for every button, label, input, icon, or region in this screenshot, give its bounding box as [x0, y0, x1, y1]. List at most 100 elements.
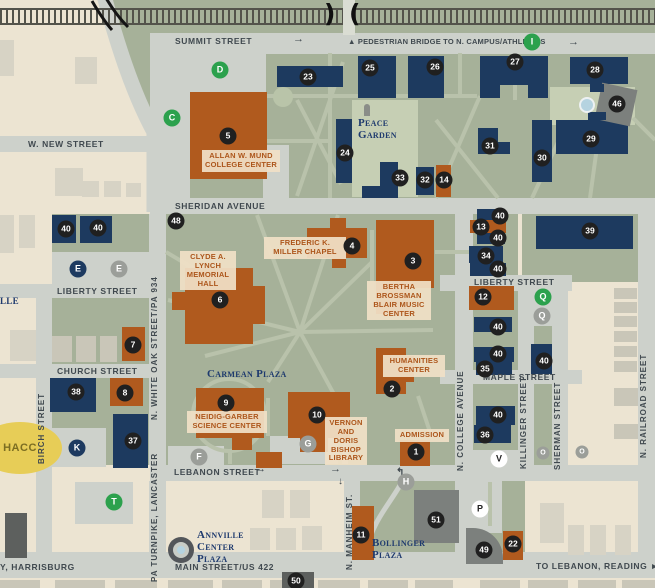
building-number-marker: 28	[586, 61, 604, 79]
hacc-label: HACC	[3, 442, 37, 454]
direction-arrow-icon: →	[330, 463, 341, 475]
direction-arrow-icon: ↓	[338, 476, 343, 487]
street-label-vertical: KILLINGER STREET	[519, 376, 528, 469]
building-number-marker: 31	[481, 137, 499, 155]
offcampus-building	[540, 503, 564, 543]
building-number-marker: 8	[116, 384, 134, 402]
offcampus-building	[578, 580, 616, 588]
building-number-marker: 26	[426, 58, 444, 76]
birch-street	[36, 284, 52, 552]
annville-plaza-icon-core	[177, 546, 185, 554]
building-number-marker: 25	[361, 59, 379, 77]
building-number-marker: 38	[67, 383, 85, 401]
offcampus-building	[10, 330, 36, 361]
building-number-marker: 14	[435, 171, 453, 189]
street-label: TO LEBANON, READING ►	[536, 561, 655, 571]
sheridan-avenue	[150, 198, 655, 214]
building-number-marker: 40	[491, 207, 509, 225]
street-label: LEBANON STREET	[174, 467, 261, 477]
offcampus-building	[76, 336, 96, 362]
offcampus-building	[115, 580, 157, 588]
building-label: CLYDE A. LYNCH MEMORIAL HALL	[180, 251, 236, 291]
building-number-marker: 34	[477, 247, 495, 265]
building-number-marker: 32	[416, 171, 434, 189]
parking-letter-marker: E	[110, 260, 128, 278]
building-part	[256, 452, 282, 468]
offcampus-building	[82, 181, 99, 197]
parking-letter-marker: C	[163, 109, 181, 127]
direction-arrow-icon: →	[293, 33, 304, 45]
offcampus-building	[480, 580, 520, 588]
offcampus-building	[614, 316, 637, 327]
offcampus-building	[5, 513, 27, 558]
parking-letter-marker: H	[397, 473, 415, 491]
offcampus-building	[100, 336, 117, 362]
offcampus-building	[415, 580, 453, 588]
liberty-street-w	[0, 284, 150, 298]
building-label: VERNON AND DORIS BISHOP LIBRARY	[325, 417, 367, 466]
building-number-marker: 40	[57, 220, 75, 238]
street-label: LIBERTY STREET	[474, 277, 555, 287]
offcampus-building	[0, 40, 14, 76]
building-number-marker: 6	[211, 291, 229, 309]
building-number-marker: 33	[391, 169, 409, 187]
building-number-marker: 30	[533, 149, 551, 167]
offcampus-building	[55, 580, 105, 588]
building-number-marker: 27	[506, 53, 524, 71]
offcampus-building	[302, 526, 322, 550]
building-number-marker: 13	[472, 218, 490, 236]
offcampus-building	[528, 580, 568, 588]
parking-letter-marker: Q	[534, 288, 552, 306]
church-street	[0, 364, 150, 378]
street-label: CHURCH STREET	[57, 366, 138, 376]
parking-letter-marker: E	[69, 260, 87, 278]
street-label: LIBERTY STREET	[57, 286, 138, 296]
main-street	[0, 552, 655, 578]
offcampus-building	[614, 346, 637, 357]
street-label-vertical: N. WHITE OAK STREET/PA 934	[150, 276, 159, 420]
building-number-marker: 46	[608, 95, 626, 113]
lebanon-street	[150, 465, 655, 481]
offcampus-building	[262, 490, 284, 518]
offcampus-building	[614, 361, 637, 372]
offcampus-building	[0, 215, 14, 253]
offcampus-building	[614, 331, 637, 342]
building-number-marker: 49	[475, 541, 493, 559]
street-label-vertical: SHERMAN STREET	[553, 381, 562, 470]
blair-music-center	[376, 220, 434, 288]
building-number-marker: 37	[124, 432, 142, 450]
building-number-marker: 22	[504, 535, 522, 553]
offcampus-building	[622, 580, 655, 588]
building-number-marker: 2	[383, 380, 401, 398]
building-number-marker: 9	[217, 394, 235, 412]
building-number-marker: 11	[352, 526, 370, 544]
building-number-marker: 40	[89, 219, 107, 237]
parking-letter-marker: V	[490, 450, 508, 468]
offcampus-building	[250, 528, 270, 550]
area-label: Peace Garden	[358, 117, 397, 141]
building-number-marker: 36	[476, 426, 494, 444]
offcampus-building	[55, 168, 83, 196]
killinger-street	[518, 282, 534, 465]
direction-arrow-icon: →	[255, 463, 266, 475]
building-number-marker: 29	[582, 130, 600, 148]
building-number-marker: 3	[404, 252, 422, 270]
building-number-marker: 7	[124, 336, 142, 354]
street-label: ▲ PEDESTRIAN BRIDGE TO N. CAMPUS/ATHLETI…	[348, 37, 546, 46]
parking-letter-marker: T	[105, 493, 123, 511]
street-label-vertical: N. COLLEGE AVENUE	[456, 370, 465, 471]
building-label: ADMISSION	[395, 429, 449, 442]
offcampus-building	[318, 580, 360, 588]
white-oak-street	[149, 214, 166, 465]
building-number-marker: 24	[336, 144, 354, 162]
building-label: HUMANITIES CENTER	[383, 355, 445, 377]
street-label: SUMMIT STREET	[175, 36, 253, 46]
building-number-marker: 39	[581, 222, 599, 240]
building-number-marker: 40	[489, 260, 507, 278]
street-label-vertical: PA TURNPIKE, LANCASTER	[150, 452, 159, 582]
offcampus-building	[0, 580, 40, 588]
street-label: MAPLE STREET	[483, 372, 556, 382]
building-label: BERTHA BROSSMAN BLAIR MUSIC CENTER	[367, 281, 431, 321]
offcampus-building	[590, 525, 606, 555]
